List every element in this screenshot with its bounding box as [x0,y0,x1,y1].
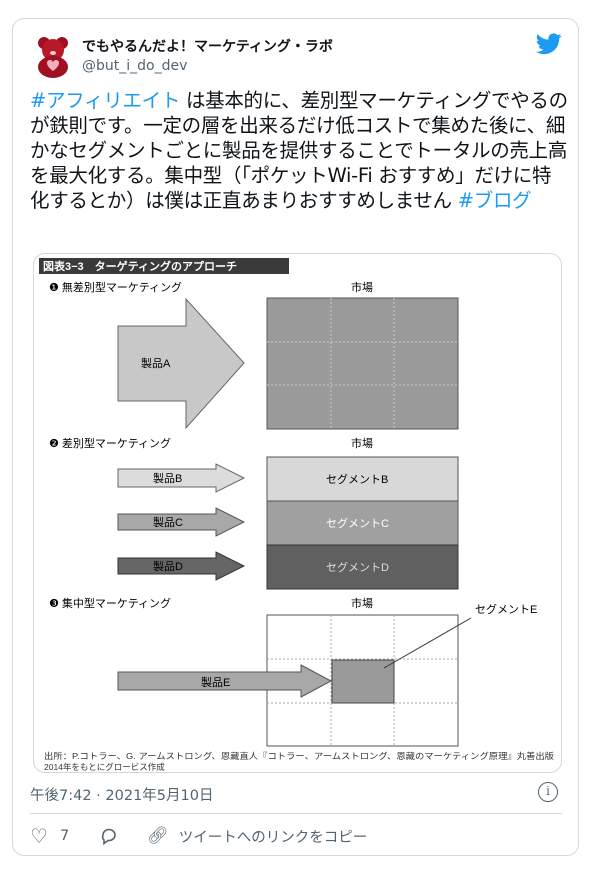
segment-e [331,659,395,704]
product-c-label: 製品C [153,515,183,529]
targeting-diagram: 図表3−3 ターゲティングのアプローチ ❶ 無差別型マーケティング 市場 製品A… [39,258,555,772]
action-bar: ♡7 🔗︎ツイートへのリンクをコピー [30,824,367,848]
product-b-label: 製品B [153,471,182,485]
source-line-2: 2014年をもとにグロービス作成 [44,762,165,772]
heart-icon: ♡ [30,824,48,848]
divider [30,813,562,814]
market-label: 市場 [351,596,373,610]
section-1-label: ❶ 無差別型マーケティング [49,280,182,294]
avatar[interactable] [30,33,76,79]
tweet-body: は基本的に、差別型マーケティングでやるのが鉄則です。一定の層を出来るだけ低コスト… [30,89,568,212]
timestamp[interactable]: 午後7:42 · 2021年5月10日 [30,788,214,804]
section-2-label: ❷ 差別型マーケティング [49,436,171,450]
segment-b-label: セグメントB [326,472,388,486]
figure-title-bar [39,258,289,274]
arrow-product-b [117,463,246,493]
author-name[interactable]: でもやるんだよ！マーケティング・ラボ [82,39,333,55]
copy-link-label: ツイートへのリンクをコピー [178,829,368,846]
twitter-bird-icon[interactable] [536,33,562,55]
arrow-product-e [117,664,333,698]
arrow-product-d [117,551,246,581]
market-grid-1 [266,297,459,430]
reply-button[interactable] [99,826,119,846]
figure-title: 図表3−3 ターゲティングのアプローチ [43,259,237,273]
arrow-product-c [117,507,246,537]
segment-c-label: セグメントC [326,516,389,530]
segment-d [266,544,459,590]
section-3-label: ❸ 集中型マーケティング [49,596,171,610]
tweet-card [12,18,579,856]
product-a-label: 製品A [141,356,171,370]
market-label: 市場 [351,436,373,450]
tweet-image[interactable]: 図表3−3 ターゲティングのアプローチ ❶ 無差別型マーケティング 市場 製品A… [33,253,562,773]
product-d-label: 製品D [153,559,183,573]
source-line-1: 出所：P.コトラー、G. アームストロング、恩藏直人『コトラー、アームストロング… [44,751,555,761]
like-button[interactable]: ♡7 [30,824,69,848]
market-label: 市場 [351,280,373,294]
tweet-text: #アフィリエイト は基本的に、差別型マーケティングでやるのが鉄則です。一定の層を… [30,88,570,213]
segment-e-label: セグメントE [475,602,537,616]
reply-icon [102,828,116,846]
copy-link-button[interactable]: 🔗︎ ツイートへのリンクをコピー [147,826,367,847]
hashtag-link[interactable]: #アフィリエイト [30,89,181,112]
segment-d-label: セグメントD [326,560,389,574]
author-handle[interactable]: @but_i_do_dev [82,58,188,74]
arrow-product-a [117,297,245,430]
info-icon[interactable]: i [538,782,558,802]
link-icon: 🔗︎ [147,826,169,846]
segment-b [266,456,459,502]
hashtag-link[interactable]: #ブログ [457,189,532,212]
product-e-label: 製品E [201,675,230,689]
like-count: 7 [59,828,70,844]
